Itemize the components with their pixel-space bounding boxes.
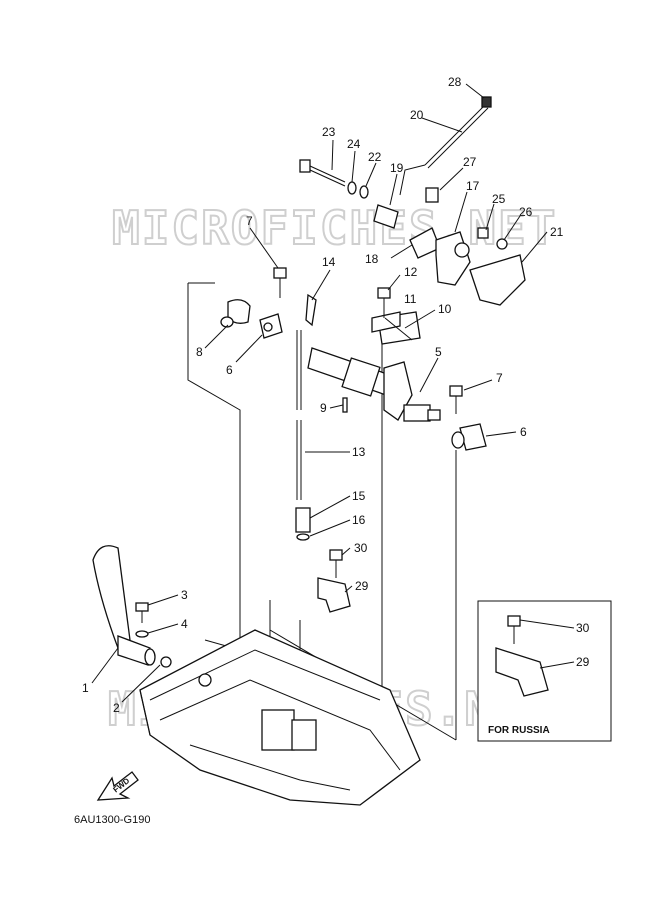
washer-4 bbox=[135, 630, 149, 638]
link-27 bbox=[425, 187, 439, 203]
part-label-9: 9 bbox=[320, 401, 327, 415]
part-label-30-main: 30 bbox=[354, 541, 368, 555]
leader-lines bbox=[91, 83, 575, 703]
part-label-29-russia: 29 bbox=[576, 655, 590, 669]
part-label-29-main: 29 bbox=[355, 579, 369, 593]
part-label-5: 5 bbox=[435, 345, 442, 359]
part-label-2: 2 bbox=[113, 701, 120, 715]
fwd-arrow: FWD bbox=[96, 771, 139, 801]
pin-9 bbox=[342, 397, 348, 413]
part-label-11: 11 bbox=[404, 292, 417, 306]
watermark-top: MICROFICHES.NET bbox=[112, 201, 557, 255]
part-label-7-left: 7 bbox=[246, 214, 253, 228]
washer-24 bbox=[347, 181, 357, 195]
bolt-25 bbox=[477, 227, 489, 239]
spacer-19 bbox=[373, 204, 399, 229]
for-russia-label: FOR RUSSIA bbox=[488, 725, 550, 736]
part-number-labels: 1 2 3 4 5 6 6 7 7 8 9 10 11 12 13 14 15 … bbox=[82, 75, 590, 715]
part-label-13: 13 bbox=[352, 445, 366, 459]
part-label-17: 17 bbox=[466, 179, 480, 193]
part-label-7-right: 7 bbox=[496, 371, 503, 385]
bracket-29-main bbox=[317, 577, 351, 613]
connector-6-left bbox=[259, 313, 283, 339]
part-label-18: 18 bbox=[365, 252, 379, 266]
part-label-27: 27 bbox=[463, 155, 477, 169]
lower-cowling bbox=[139, 629, 421, 806]
washer-22 bbox=[359, 185, 369, 199]
plate-11 bbox=[371, 311, 401, 333]
part-label-10: 10 bbox=[438, 302, 452, 316]
part-label-15: 15 bbox=[352, 489, 366, 503]
bolt-3 bbox=[135, 602, 149, 623]
washer-26 bbox=[496, 238, 508, 250]
part-label-3: 3 bbox=[181, 588, 188, 602]
part-label-21: 21 bbox=[550, 225, 564, 239]
spacer-15 bbox=[295, 507, 311, 533]
nut-16 bbox=[296, 533, 310, 541]
part-label-24: 24 bbox=[347, 137, 361, 151]
clip-14 bbox=[305, 293, 317, 327]
throttle-cam-17 bbox=[435, 231, 471, 286]
shaft-assembly-5 bbox=[307, 347, 441, 422]
rod-13 bbox=[296, 330, 302, 500]
part-label-6-left: 6 bbox=[226, 363, 233, 377]
part-label-19: 19 bbox=[390, 161, 404, 175]
diagram-code: 6AU1300-G190 bbox=[74, 814, 150, 826]
clip-28 bbox=[481, 96, 492, 108]
part-label-22: 22 bbox=[368, 150, 382, 164]
part-label-20: 20 bbox=[410, 108, 424, 122]
part-label-6-right: 6 bbox=[520, 425, 527, 439]
rod-20 bbox=[399, 104, 489, 196]
part-label-8: 8 bbox=[196, 345, 203, 359]
bolt-12 bbox=[377, 287, 391, 318]
part-label-26: 26 bbox=[519, 205, 533, 219]
part-label-4: 4 bbox=[181, 617, 188, 631]
part-label-12: 12 bbox=[404, 265, 418, 279]
part-label-14: 14 bbox=[322, 255, 336, 269]
part-label-30-russia: 30 bbox=[576, 621, 590, 635]
part-label-1: 1 bbox=[82, 681, 89, 695]
tiller-handle bbox=[92, 545, 172, 668]
clamp-8 bbox=[220, 299, 251, 328]
bolt-7-right bbox=[449, 385, 463, 414]
bolt-7-left bbox=[273, 267, 287, 298]
part-label-16: 16 bbox=[352, 513, 366, 527]
bracket-21 bbox=[469, 254, 526, 306]
bolt-23 bbox=[299, 159, 346, 187]
part-label-25: 25 bbox=[492, 192, 506, 206]
for-russia-inset: FOR RUSSIA bbox=[477, 600, 612, 742]
part-label-23: 23 bbox=[322, 125, 336, 139]
bolt-30-main bbox=[329, 549, 343, 578]
part-label-28: 28 bbox=[448, 75, 462, 89]
connector-6-right bbox=[451, 423, 487, 451]
